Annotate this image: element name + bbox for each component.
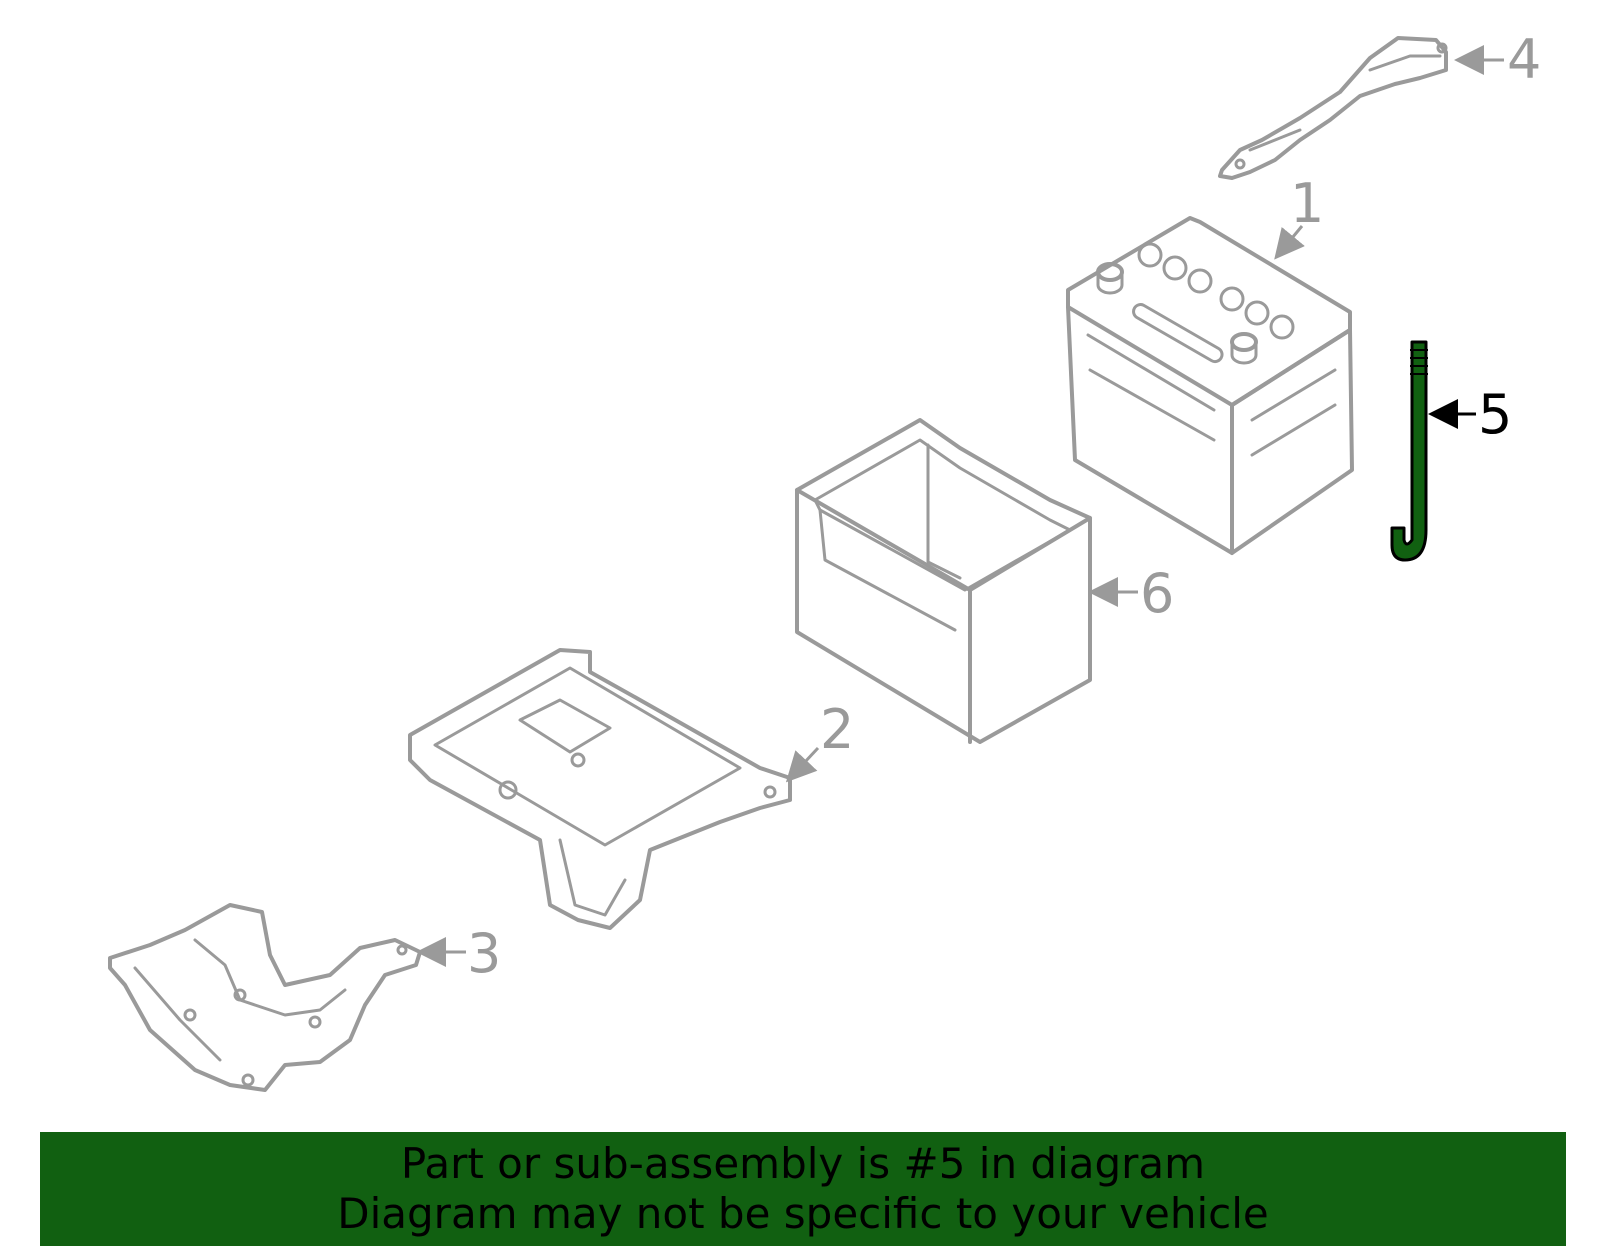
callout-1: 1 [1274,172,1324,260]
part-6-battery-case[interactable] [795,418,1092,744]
callout-5-label: 5 [1478,383,1512,446]
banner-line-2: Diagram may not be specific to your vehi… [337,1189,1269,1238]
info-banner: Part or sub-assembly is #5 in diagram Di… [40,1132,1566,1246]
callout-2-label: 2 [820,698,854,761]
callout-3: 3 [416,922,501,985]
part-2-battery-tray[interactable] [408,648,792,930]
callout-6-label: 6 [1140,562,1174,625]
callout-6: 6 [1088,562,1174,625]
part-3-lower-bracket[interactable] [108,903,422,1092]
callout-5: 5 [1428,383,1512,446]
part-5-j-bolt[interactable] [1390,340,1428,562]
callout-1-label: 1 [1290,172,1324,235]
callout-3-label: 3 [467,922,501,985]
part-1-battery[interactable] [1066,216,1354,555]
callout-4: 4 [1454,28,1541,91]
part-4-hold-down-bracket[interactable] [1218,36,1448,180]
callout-4-label: 4 [1507,28,1541,91]
banner-line-1: Part or sub-assembly is #5 in diagram [400,1139,1206,1188]
callout-2: 2 [785,698,854,783]
